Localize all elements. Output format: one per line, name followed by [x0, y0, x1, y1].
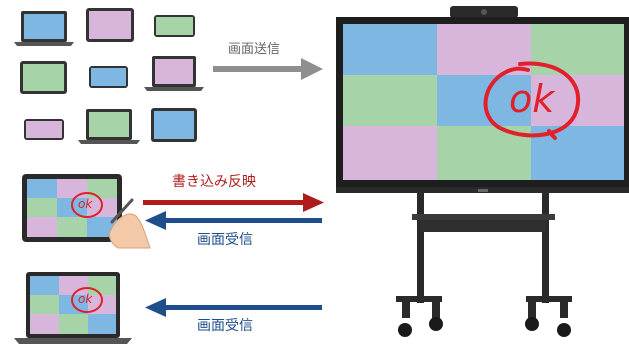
laptop-ok-circle [71, 287, 103, 313]
screen-receive-label-tablet: 画面受信 [197, 232, 253, 248]
screen-receive-arrow-tablet [145, 211, 322, 230]
screen-receive-label-laptop: 画面受信 [197, 318, 253, 334]
tablet-ok-text: ok [78, 197, 93, 211]
client-tablet-2 [154, 15, 195, 37]
laptop-ok-text: ok [78, 292, 93, 306]
client-laptop-1 [14, 11, 74, 46]
laptop-base [14, 338, 132, 344]
stand-wheels [398, 317, 571, 337]
write-reflect-arrow [143, 193, 324, 212]
display-ok-text: ok [509, 77, 555, 121]
client-tablet-4 [89, 66, 128, 88]
client-tablet-3 [20, 61, 67, 94]
client-tablet-1 [86, 8, 134, 42]
screen-send-arrow [213, 58, 323, 80]
stand-shelf [412, 214, 555, 220]
screen-send-label: 画面送信 [228, 42, 281, 57]
client-tablet-5 [24, 119, 64, 140]
stylus-pen [110, 198, 134, 224]
screen-receive-arrow-laptop [145, 298, 322, 317]
client-laptop-2 [144, 56, 204, 91]
tablet-with-pen [22, 174, 151, 249]
write-reflect-label: 書き込み反映 [172, 174, 256, 190]
hand-icon [109, 213, 151, 249]
laptop-bottom [14, 272, 132, 344]
tablet-ok-circle [71, 192, 103, 218]
display-screen-grid [343, 24, 624, 180]
client-tablet-6 [151, 108, 197, 142]
client-laptop-3 [78, 109, 140, 144]
tablet-screen-grid [27, 179, 117, 237]
display-ok-circle [483, 61, 581, 138]
large-display [336, 6, 629, 193]
display-stand [396, 193, 572, 337]
